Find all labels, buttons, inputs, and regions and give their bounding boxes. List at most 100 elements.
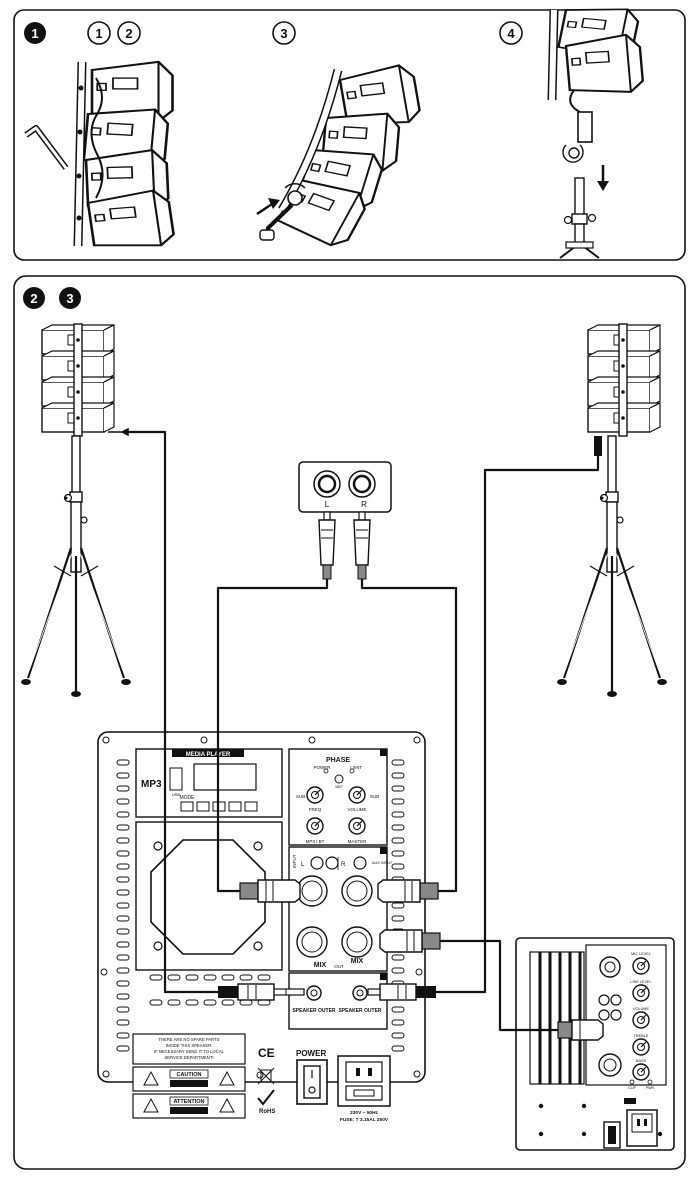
pwr-label: PWR — [646, 1086, 655, 1090]
mic-level-label: MIC LEVEL — [631, 952, 651, 956]
rohs-check-icon — [257, 1089, 275, 1106]
out-label: OUT — [334, 964, 344, 969]
warning-line-2: INSIDE THIS SPEAKER. — [166, 1043, 213, 1048]
badge-step-2 — [23, 287, 45, 309]
media-player-header: MEDIA PLAYER — [186, 752, 231, 758]
jack-plug-right — [367, 983, 436, 1001]
weee-bin-icon — [257, 1067, 275, 1085]
volume-label: VOLUME — [347, 807, 366, 812]
step-circle-3 — [272, 21, 296, 45]
down-arrow-icon — [597, 165, 609, 191]
sub-label-left: SUB — [296, 794, 305, 799]
speaker-array-step-1 — [73, 60, 177, 252]
step-circle-3-label: 3 — [280, 26, 287, 41]
step-circle-2-label: 2 — [125, 26, 132, 41]
mp3-label: MP3 — [141, 779, 162, 790]
rca-left-label: L — [325, 500, 330, 509]
fuse-label: FUSE: T 3.15AL 250V — [340, 1117, 389, 1123]
xlr-plug-amp-input — [557, 1019, 604, 1041]
jack-plug-left — [218, 983, 305, 1001]
mp3-bt-knob-icon — [306, 817, 324, 835]
line-level-knob-icon — [632, 984, 650, 1002]
step-circle-4-label: 4 — [507, 26, 515, 41]
power-switch — [296, 1059, 328, 1105]
power-led-label: POWER — [313, 765, 331, 770]
xlr-plug-input-right — [377, 879, 439, 903]
xlr-output-right-icon — [341, 926, 373, 958]
voltage-label: 230V ~ 50Hz — [350, 1110, 378, 1116]
line-level-label: LINE LEVEL — [630, 980, 651, 984]
step-circle-1-label: 1 — [95, 26, 102, 41]
speaker-outer-left-label: SPEAKER OUTER — [292, 1008, 335, 1014]
sub-label-right: SUB — [370, 794, 379, 799]
phase-deg-label: 180° — [335, 784, 344, 789]
freq-label: FREQ — [309, 807, 322, 812]
mic-level-knob-icon — [632, 957, 650, 975]
clip-label: CLIP — [628, 1086, 636, 1090]
woofer-port — [135, 821, 283, 1006]
allen-key-icon — [24, 125, 69, 170]
rca-right-label: R — [361, 500, 367, 509]
input-label: INPUT — [292, 854, 297, 868]
speaker-array-step-4 — [547, 2, 645, 163]
speaker-output-panel — [288, 972, 388, 1030]
aux-input-label: AUX INPUT — [372, 861, 393, 865]
step-circle-1 — [87, 21, 111, 45]
step-circle-2 — [117, 21, 141, 45]
rohs-label: RoHS — [259, 1109, 275, 1115]
bass-label: BASS — [636, 1059, 647, 1063]
badge-step-2-label: 2 — [30, 291, 37, 306]
badge-step-3 — [59, 287, 81, 309]
mp3-bt-label: MP3 / BT — [306, 839, 325, 844]
limit-led-label: LIMIT — [350, 765, 362, 770]
amp-volume-knob-icon — [632, 1011, 650, 1029]
mix-label-right: MIX — [351, 958, 364, 965]
warning-line-1: THERE ARE NO SPARE PARTS — [159, 1037, 220, 1042]
signal-cables — [128, 430, 600, 1032]
pwr-led-icon — [647, 1079, 653, 1085]
bass-knob-icon — [632, 1063, 650, 1081]
speaker-outer-right-label: SPEAKER OUTER — [338, 1008, 381, 1014]
badge-step-1 — [24, 22, 46, 44]
xlr-plug-mix-out — [379, 929, 441, 953]
amp-volume-label: VOLUME — [633, 1007, 650, 1011]
phase-label: PHASE — [326, 757, 350, 764]
rca-plug-left — [318, 511, 336, 580]
input-r-label: R — [341, 862, 346, 868]
xlr-plug-input-left — [239, 879, 301, 903]
treble-knob-icon — [632, 1038, 650, 1056]
caution-label — [132, 1066, 246, 1092]
arrowhead-icon — [268, 198, 280, 209]
rca-source-panel — [298, 461, 392, 513]
volume-knob-icon — [348, 786, 366, 804]
attention-text: ATTENTION — [173, 1099, 204, 1105]
warning-line-4: SERVICE DEPARTMENT! — [164, 1055, 213, 1060]
mode-label: MODE — [180, 795, 196, 801]
warning-label — [132, 1033, 246, 1065]
freq-knob-icon — [306, 786, 324, 804]
master-knob-icon — [348, 817, 366, 835]
tripod-pole-step-4 — [559, 177, 600, 259]
clip-led-icon — [629, 1079, 635, 1085]
amplifier-panel — [515, 937, 675, 1151]
mix-label-left: MIX — [314, 962, 327, 969]
xlr-input-left-icon — [296, 875, 328, 907]
xlr-input-right-icon — [341, 875, 373, 907]
power-label: POWER — [296, 1049, 326, 1058]
media-player-module — [135, 748, 283, 818]
power-inlet-fuse — [337, 1055, 391, 1107]
usb-label: USB — [172, 792, 181, 797]
master-label: MASTER — [348, 839, 368, 844]
right-satellite-speaker — [587, 323, 661, 456]
warning-line-3: IF NECESSARY SEND IT TO LOCAL — [154, 1049, 225, 1054]
attention-label — [132, 1093, 246, 1119]
input-l-label: L — [301, 862, 305, 868]
ce-mark: CE — [258, 1046, 275, 1060]
speaker-array-step-3 — [259, 62, 423, 251]
dsp-control-panel — [288, 748, 388, 846]
badge-step-1-label: 1 — [31, 26, 38, 41]
caution-text: CAUTION — [176, 1072, 201, 1078]
step-circle-4 — [499, 21, 523, 45]
